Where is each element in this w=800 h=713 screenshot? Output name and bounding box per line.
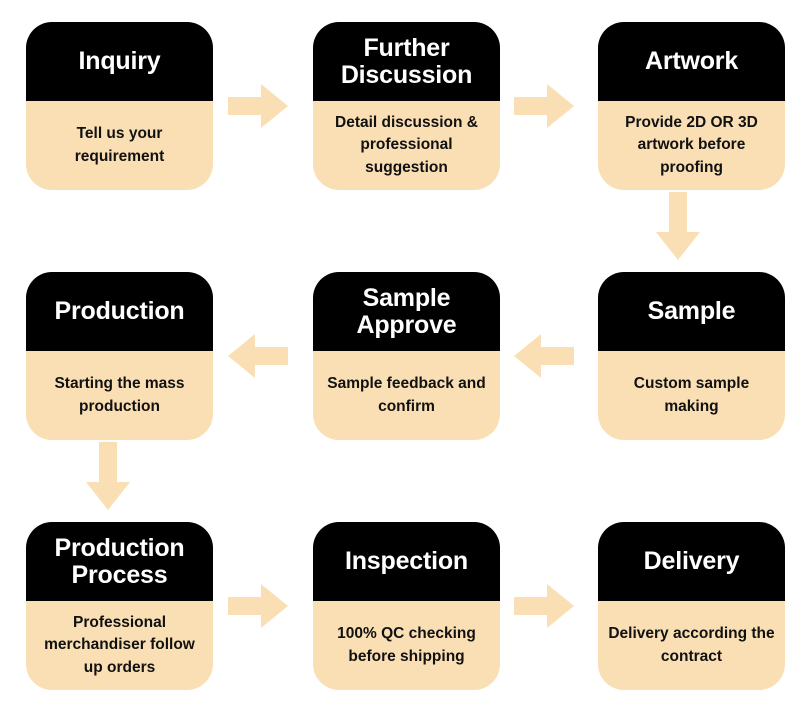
- arrow-right-icon: [514, 82, 574, 130]
- flow-node-title: Sample: [598, 272, 785, 351]
- flow-node-inspection[interactable]: Inspection 100% QC checking before shipp…: [313, 522, 500, 690]
- flow-node-title: Further Discussion: [313, 22, 500, 101]
- flow-node-description: Custom sample making: [633, 375, 750, 415]
- flow-node-delivery[interactable]: Delivery Delivery according the contract: [598, 522, 785, 690]
- arrow-down-icon: [84, 442, 132, 510]
- flow-node-description: Detail discussion & professional suggest…: [335, 113, 478, 176]
- flow-node-sample[interactable]: Sample Custom sample making: [598, 272, 785, 440]
- flow-node-description: Provide 2D OR 3D artwork before proofing: [625, 113, 758, 176]
- arrow-right-icon: [514, 582, 574, 630]
- arrow-down-icon: [654, 192, 702, 260]
- flow-node-production-process[interactable]: Production Process Professional merchand…: [26, 522, 213, 690]
- flow-node-further-discussion[interactable]: Further Discussion Detail discussion & p…: [313, 22, 500, 190]
- flow-node-description: Tell us your requirement: [74, 125, 165, 165]
- flow-node-title: Artwork: [598, 22, 785, 101]
- flow-node-title: Inspection: [313, 522, 500, 601]
- flow-node-sample-approve[interactable]: Sample Approve Sample feedback and confi…: [313, 272, 500, 440]
- flow-node-title: Production: [26, 272, 213, 351]
- flow-node-description: 100% QC checking before shipping: [337, 625, 476, 665]
- flow-node-description: Starting the mass production: [54, 375, 185, 415]
- arrow-right-icon: [228, 582, 288, 630]
- flow-node-description: Professional merchandiser follow up orde…: [44, 613, 195, 676]
- flow-node-description: Sample feedback and confirm: [327, 375, 486, 415]
- flow-node-description: Delivery according the contract: [608, 625, 775, 665]
- flow-node-title: Delivery: [598, 522, 785, 601]
- flow-node-artwork[interactable]: Artwork Provide 2D OR 3D artwork before …: [598, 22, 785, 190]
- flow-node-title: Sample Approve: [313, 272, 500, 351]
- flow-node-production[interactable]: Production Starting the mass production: [26, 272, 213, 440]
- flow-node-title: Production Process: [26, 522, 213, 601]
- arrow-right-icon: [228, 82, 288, 130]
- arrow-left-icon: [514, 332, 574, 380]
- arrow-left-icon: [228, 332, 288, 380]
- flow-node-inquiry[interactable]: Inquiry Tell us your requirement: [26, 22, 213, 190]
- flow-node-title: Inquiry: [26, 22, 213, 101]
